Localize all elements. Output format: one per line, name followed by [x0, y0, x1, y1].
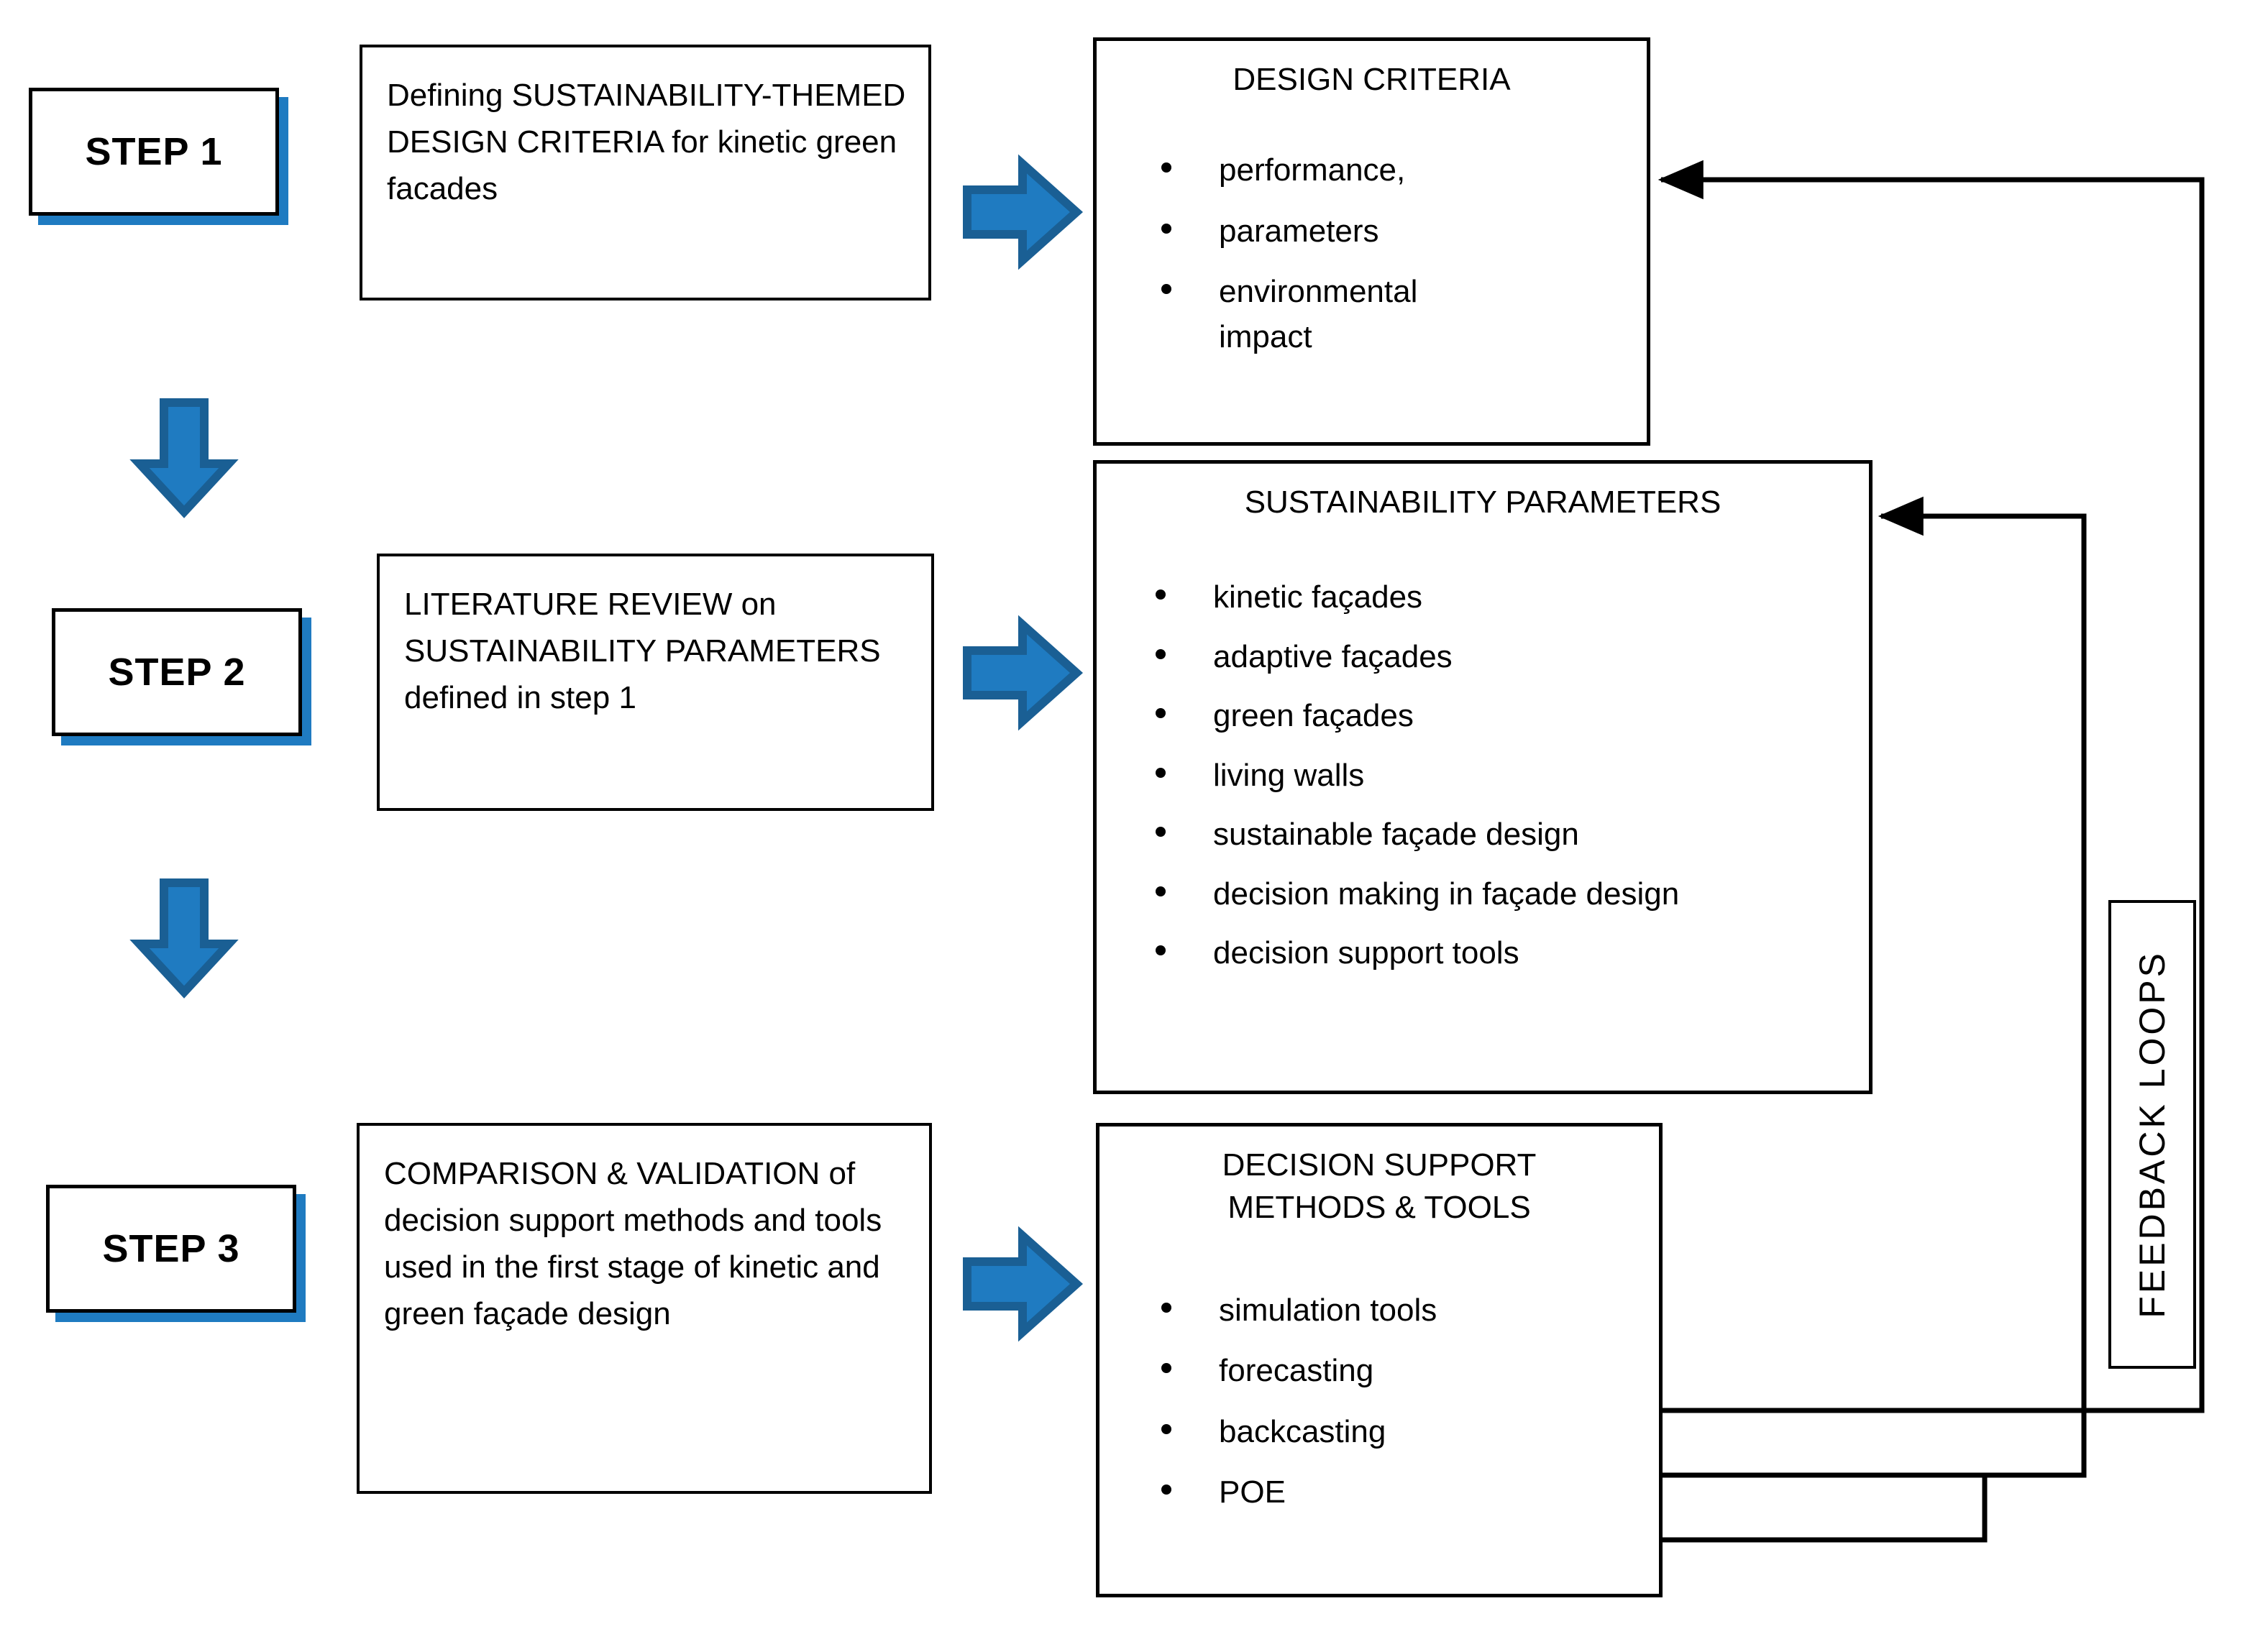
step-chip-1-label: STEP 1 [85, 130, 223, 173]
list-item-label: performance, [1219, 152, 1406, 188]
bullet-dot-icon [1161, 1302, 1171, 1313]
list-item: decision support tools [1156, 931, 1869, 976]
list-item: adaptive façades [1156, 635, 1869, 679]
list-item-label: decision making in façade design [1213, 876, 1680, 912]
bullet-dot-icon [1156, 827, 1166, 838]
step-2-description-box: LITERATURE REVIEW on SUSTAINABILITY PARA… [377, 554, 934, 811]
bullet-dot-icon [1161, 1363, 1171, 1374]
bullet-dot-icon [1156, 767, 1166, 778]
step-1-description-box: Defining SUSTAINABILITY-THEMED DESIGN CR… [360, 45, 931, 300]
bullet-dot-icon [1161, 1485, 1171, 1495]
list-item: forecasting [1161, 1349, 1659, 1393]
list-item-label: simulation tools [1219, 1292, 1437, 1328]
list-item-label: decision support tools [1213, 935, 1519, 971]
step-chip-3-face: STEP 3 [46, 1185, 296, 1313]
feedback-loops-label: FEEDBACK LOOPS [2132, 950, 2172, 1318]
bullet-dot-icon [1156, 648, 1166, 659]
list-item-label: sustainable façade design [1213, 817, 1579, 853]
decision-support-title-line-1: DECISION SUPPORT [1222, 1147, 1537, 1183]
step-chip-2-label: STEP 2 [108, 651, 246, 694]
list-item: environmental impact [1161, 270, 1647, 359]
output-box-decision-support: DECISION SUPPORT METHODS & TOOLS simulat… [1096, 1123, 1663, 1597]
design-criteria-list: performance, parameters environmental im… [1097, 148, 1647, 359]
blue-down-arrow-icon-2 [129, 878, 239, 999]
step-chip-2[interactable]: STEP 2 [52, 608, 311, 745]
list-item-label: backcasting [1219, 1413, 1386, 1449]
bullet-dot-icon [1156, 589, 1166, 600]
step-chip-3[interactable]: STEP 3 [46, 1185, 306, 1322]
blue-right-arrow-icon-step1 [963, 154, 1084, 270]
list-item-label: environmental impact [1219, 274, 1418, 354]
bullet-dot-icon [1161, 162, 1171, 173]
step-1-description-text: Defining SUSTAINABILITY-THEMED DESIGN CR… [387, 78, 906, 207]
design-criteria-title: DESIGN CRITERIA [1233, 62, 1511, 97]
list-item: parameters [1161, 209, 1647, 254]
decision-support-list: simulation tools forecasting backcasting… [1099, 1288, 1659, 1515]
list-item-label: forecasting [1219, 1353, 1374, 1389]
bullet-dot-icon [1156, 945, 1166, 956]
list-item: decision making in façade design [1156, 872, 1869, 917]
list-item-label: kinetic façades [1213, 579, 1423, 615]
step-chip-1-face: STEP 1 [29, 88, 279, 216]
bullet-dot-icon [1156, 886, 1166, 896]
step-3-description-text: COMPARISON & VALIDATION of decision supp… [384, 1156, 882, 1332]
output-box-sustainability-parameters: SUSTAINABILITY PARAMETERS kinetic façade… [1093, 460, 1873, 1094]
step-chip-2-face: STEP 2 [52, 608, 302, 736]
step-2-description-text: LITERATURE REVIEW on SUSTAINABILITY PARA… [404, 587, 881, 716]
decision-support-title-line-2: METHODS & TOOLS [1227, 1190, 1531, 1226]
list-item-label: living walls [1213, 757, 1365, 793]
list-item-label: adaptive façades [1213, 638, 1453, 674]
list-item-label: parameters [1219, 213, 1379, 249]
sustainability-parameters-list: kinetic façades adaptive façades green f… [1097, 575, 1869, 976]
bullet-dot-icon [1161, 284, 1171, 295]
list-item: simulation tools [1161, 1288, 1659, 1333]
list-item: green façades [1156, 694, 1869, 738]
list-item: POE [1161, 1470, 1659, 1515]
list-item: kinetic façades [1156, 575, 1869, 620]
output-box-design-criteria: DESIGN CRITERIA performance, parameters … [1093, 37, 1650, 446]
list-item: living walls [1156, 753, 1869, 798]
sustainability-parameters-title: SUSTAINABILITY PARAMETERS [1244, 485, 1721, 520]
step-chip-3-label: STEP 3 [102, 1227, 240, 1270]
bullet-dot-icon [1156, 708, 1166, 719]
list-item-label: POE [1219, 1474, 1286, 1510]
blue-right-arrow-icon-step3 [963, 1226, 1084, 1342]
feedback-loops-label-box: FEEDBACK LOOPS [2108, 900, 2196, 1369]
list-item-label: green façades [1213, 698, 1414, 734]
blue-right-arrow-icon-step2 [963, 615, 1084, 731]
bullet-dot-icon [1161, 1423, 1171, 1434]
list-item: backcasting [1161, 1410, 1659, 1454]
bullet-dot-icon [1161, 223, 1171, 234]
list-item: performance, [1161, 148, 1647, 193]
list-item: sustainable façade design [1156, 812, 1869, 857]
blue-down-arrow-icon-1 [129, 398, 239, 518]
step-chip-1[interactable]: STEP 1 [29, 88, 288, 225]
step-3-description-box: COMPARISON & VALIDATION of decision supp… [357, 1123, 932, 1494]
